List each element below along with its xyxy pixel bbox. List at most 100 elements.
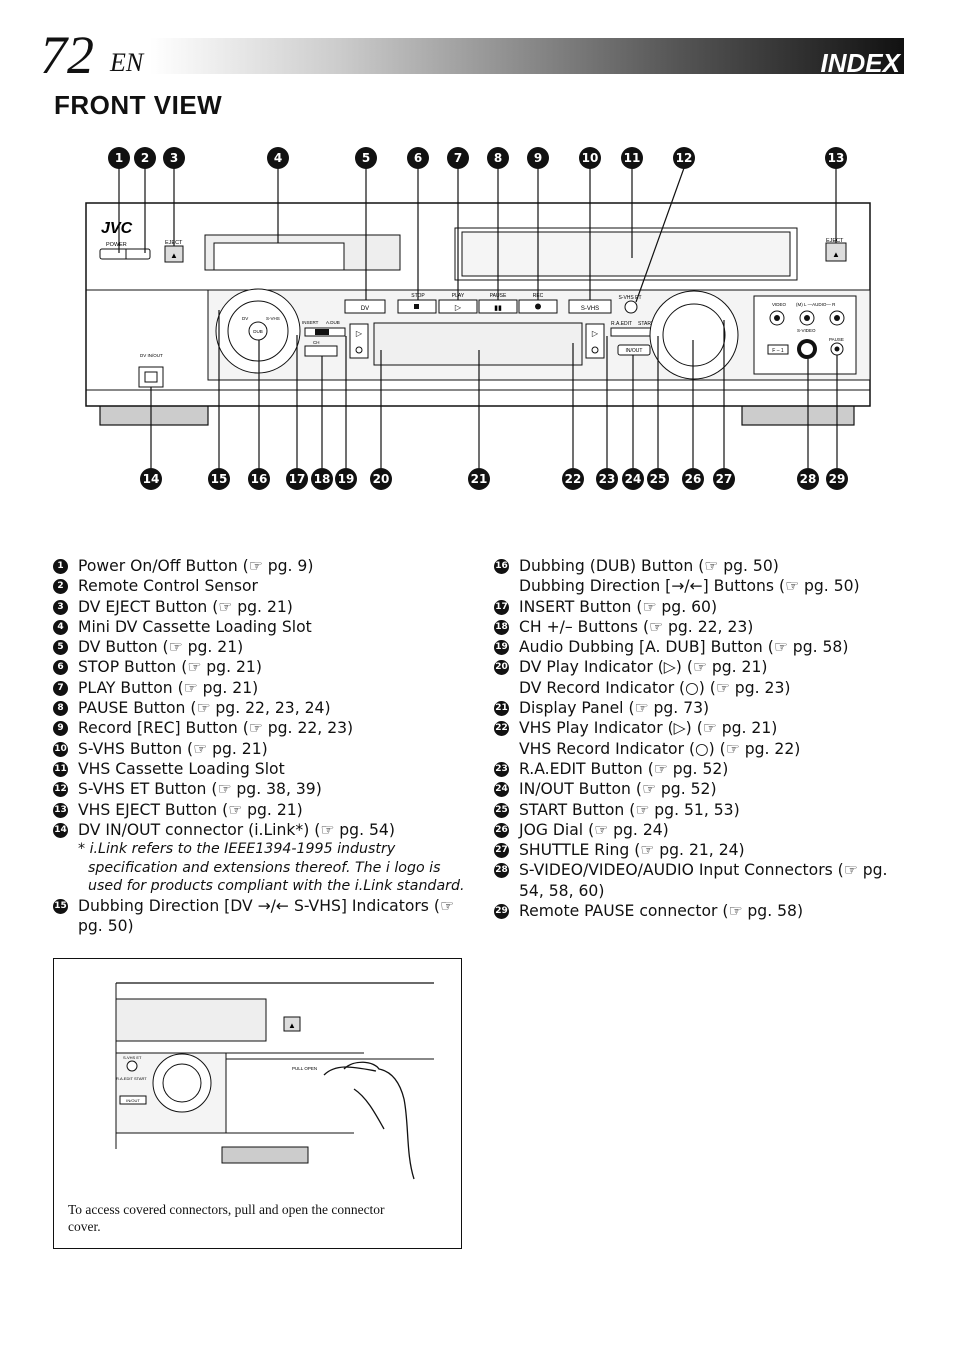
callout-number: 11	[621, 147, 643, 169]
item-text: S-VIDEO/VIDEO/AUDIO Input Connectors (☞ …	[519, 861, 888, 900]
item-text: DV IN/OUT connector (i.Link*) (☞ pg. 54)	[78, 820, 395, 839]
callout-number: 21	[468, 468, 490, 490]
callout-number: 9	[527, 147, 549, 169]
item-text: IN/OUT Button (☞ pg. 52)	[519, 780, 717, 799]
svg-text:▷: ▷	[592, 329, 599, 338]
callout-number: 6	[407, 147, 429, 169]
svg-text:▲: ▲	[832, 250, 840, 259]
item-text: Remote Control Sensor	[78, 577, 258, 596]
svg-text:S-VHS: S-VHS	[266, 316, 280, 321]
item-number: 4	[53, 619, 68, 635]
svhs-et-button[interactable]	[624, 300, 638, 314]
item-text: Remote PAUSE connector (☞ pg. 58)	[519, 902, 804, 921]
item-number: 1	[53, 559, 68, 574]
callout-number: 12	[673, 147, 695, 169]
item-number: 15	[53, 898, 68, 914]
item-number: 2	[53, 579, 68, 595]
callout-number: 29	[826, 468, 848, 490]
callout-number: 3	[163, 147, 185, 169]
ilink-footnote: * i.Link refers to the IEEE1394-1995 ind…	[78, 841, 465, 895]
callout-number: 24	[622, 468, 644, 490]
item-text: DV EJECT Button (☞ pg. 21)	[78, 597, 293, 616]
svg-text:CH: CH	[313, 340, 320, 345]
index-item: 19 Audio Dubbing [A. DUB] Button (☞ pg. 5…	[494, 637, 914, 657]
item-number: 3	[53, 599, 68, 615]
svg-text:VIDEO: VIDEO	[772, 302, 787, 307]
item-number: 17	[494, 599, 509, 615]
in-out-button[interactable]	[617, 344, 651, 356]
item-text: Dubbing Direction [DV →/← S-VHS] Indicat…	[78, 896, 454, 935]
dv-button[interactable]	[344, 299, 386, 314]
svg-text:▲: ▲	[288, 1021, 296, 1030]
item-number: 10	[53, 741, 68, 757]
svg-text:(M) L —AUDIO— R: (M) L —AUDIO— R	[796, 302, 836, 307]
item-number: 29	[494, 904, 509, 920]
item-number: 9	[53, 721, 68, 737]
svg-text:DV: DV	[242, 316, 248, 321]
item-text: R.A.EDIT Button (☞ pg. 52)	[519, 759, 729, 778]
index-item: 24 IN/OUT Button (☞ pg. 52)	[494, 779, 914, 799]
svg-text:POWER: POWER	[106, 242, 127, 248]
svg-text:START: START	[638, 321, 654, 327]
svg-text:DV: DV	[361, 306, 369, 312]
svg-text:▮▮: ▮▮	[494, 305, 502, 312]
item-text: PLAY Button (☞ pg. 21)	[78, 678, 259, 697]
item-number: 5	[53, 640, 68, 656]
item-number: 24	[494, 782, 509, 798]
item-number: 27	[494, 843, 509, 859]
svg-text:▷: ▷	[455, 303, 462, 312]
inset-illustration: ▲ S-VHS ET R.A.EDIT START IN/OUT PULL OP…	[115, 982, 434, 1180]
svg-text:DUB: DUB	[253, 329, 263, 334]
item-number: 23	[494, 761, 509, 777]
callout-number: 13	[825, 147, 847, 169]
item-text: CH +/– Buttons (☞ pg. 22, 23)	[519, 617, 754, 636]
callout-number: 22	[562, 468, 584, 490]
item-number: 28	[494, 863, 509, 879]
callout-number: 20	[370, 468, 392, 490]
index-item: 29 Remote PAUSE connector (☞ pg. 58)	[494, 901, 914, 921]
index-item: 14 DV IN/OUT connector (i.Link*) (☞ pg. 5…	[53, 820, 468, 840]
dub-button[interactable]	[248, 321, 268, 341]
item-number: 19	[494, 640, 509, 656]
header-gradient-bar: INDEX	[150, 38, 904, 78]
item-text: DV Play Indicator (▷) (☞ pg. 21) DV Reco…	[519, 658, 791, 697]
svg-text:A.DUB: A.DUB	[326, 320, 340, 325]
item-number: 14	[53, 822, 68, 838]
item-number: 22	[494, 721, 509, 737]
item-text: Display Panel (☞ pg. 73)	[519, 699, 710, 718]
svg-text:START: START	[134, 1076, 147, 1081]
item-text: Mini DV Cassette Loading Slot	[78, 617, 312, 636]
item-text: VHS Play Indicator (▷) (☞ pg. 21) VHS Re…	[519, 719, 801, 758]
jog-dial[interactable]	[662, 303, 726, 367]
index-item: 2 Remote Control Sensor	[53, 576, 468, 596]
svg-text:IN/OUT: IN/OUT	[626, 348, 643, 354]
power-button[interactable]	[99, 248, 151, 260]
page-header: INDEX 72 EN	[40, 28, 906, 82]
item-text: JOG Dial (☞ pg. 24)	[519, 820, 669, 839]
svg-text:INSERT: INSERT	[302, 320, 319, 325]
index-item: 5 DV Button (☞ pg. 21)	[53, 637, 468, 657]
item-text: DV Button (☞ pg. 21)	[78, 638, 244, 657]
item-text: Audio Dubbing [A. DUB] Button (☞ pg. 58)	[519, 638, 849, 657]
callout-number: 15	[208, 468, 230, 490]
index-item: 28 S-VIDEO/VIDEO/AUDIO Input Connectors (…	[494, 860, 914, 901]
callout-number: 26	[682, 468, 704, 490]
svg-text:PULL OPEN: PULL OPEN	[292, 1066, 317, 1071]
svg-text:F – 1: F – 1	[772, 348, 784, 354]
svg-text:▲: ▲	[170, 251, 178, 260]
svg-text:DV IN/OUT: DV IN/OUT	[140, 353, 163, 358]
brand-logo: JVC	[101, 220, 133, 237]
item-text: START Button (☞ pg. 51, 53)	[519, 800, 740, 819]
item-number: 26	[494, 822, 509, 838]
